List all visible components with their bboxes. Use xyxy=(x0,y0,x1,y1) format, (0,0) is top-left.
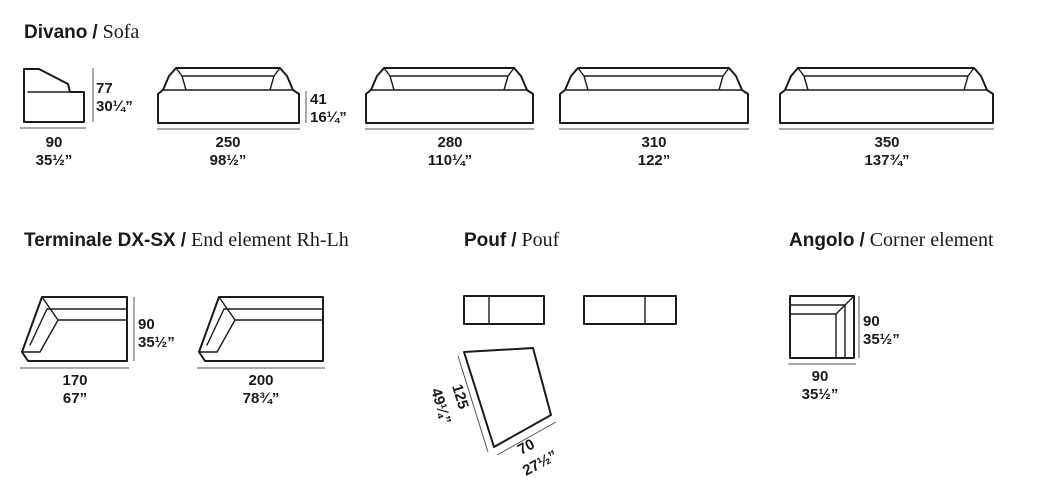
dim-sofa-310-cm: 310 xyxy=(641,134,666,151)
dim-sofa-height-cm: 77 xyxy=(96,80,113,97)
dim-end-depth-cm: 90 xyxy=(138,316,155,333)
sofa-310-front xyxy=(559,67,749,130)
dim-end-depth-in: 35½” xyxy=(138,334,175,351)
dim-sofa-350-cm: 350 xyxy=(874,134,899,151)
dim-corner-depth-in: 35½” xyxy=(863,331,900,348)
pouf-small-top xyxy=(463,295,545,325)
corner-element-top xyxy=(788,295,860,365)
dim-corner-depth-cm: 90 xyxy=(863,313,880,330)
dim-sofa-280-cm: 280 xyxy=(437,134,462,151)
section-title-sofa: Divano/Sofa xyxy=(24,21,139,43)
dim-corner-width-in: 35½” xyxy=(802,386,839,403)
dim-corner-width-cm: 90 xyxy=(812,368,829,385)
dim-sofa-310-in: 122” xyxy=(638,152,671,169)
dim-end-170-in: 67” xyxy=(63,390,87,407)
section-title-end-element: Terminale DX-SX/End element Rh-Lh xyxy=(24,229,349,251)
dim-sofa-depth-cm: 90 xyxy=(46,134,63,151)
dim-sofa-250-cm: 250 xyxy=(215,134,240,151)
dim-pouf-70-cm: 70 xyxy=(515,436,538,459)
dim-end-200-cm: 200 xyxy=(248,372,273,389)
section-title-pouf: Pouf/Pouf xyxy=(464,229,560,251)
pouf-large-top xyxy=(583,295,677,325)
dim-end-170-cm: 170 xyxy=(62,372,87,389)
sofa-350-front xyxy=(779,67,994,130)
section-title-corner: Angolo/Corner element xyxy=(789,229,994,251)
end-element-170-top xyxy=(20,296,135,369)
dim-sofa-280-in: 110¼” xyxy=(428,152,472,169)
dim-sofa-350-in: 137¾” xyxy=(864,152,909,169)
dim-seat-height-in: 16¼” xyxy=(310,109,347,126)
pouf-angled-top xyxy=(457,347,557,456)
dim-end-200-in: 78¾” xyxy=(243,390,280,407)
dim-sofa-depth-in: 35½” xyxy=(36,152,73,169)
dim-sofa-height-in: 30¼” xyxy=(96,98,133,115)
dim-pouf-125-cm: 125 xyxy=(448,382,472,411)
sofa-side-profile xyxy=(20,68,94,129)
sofa-280-front xyxy=(365,67,534,130)
dim-seat-height-cm: 41 xyxy=(310,91,327,108)
end-element-200-top xyxy=(197,296,325,369)
dim-sofa-250-in: 98½” xyxy=(210,152,247,169)
sofa-250-front xyxy=(157,67,300,130)
